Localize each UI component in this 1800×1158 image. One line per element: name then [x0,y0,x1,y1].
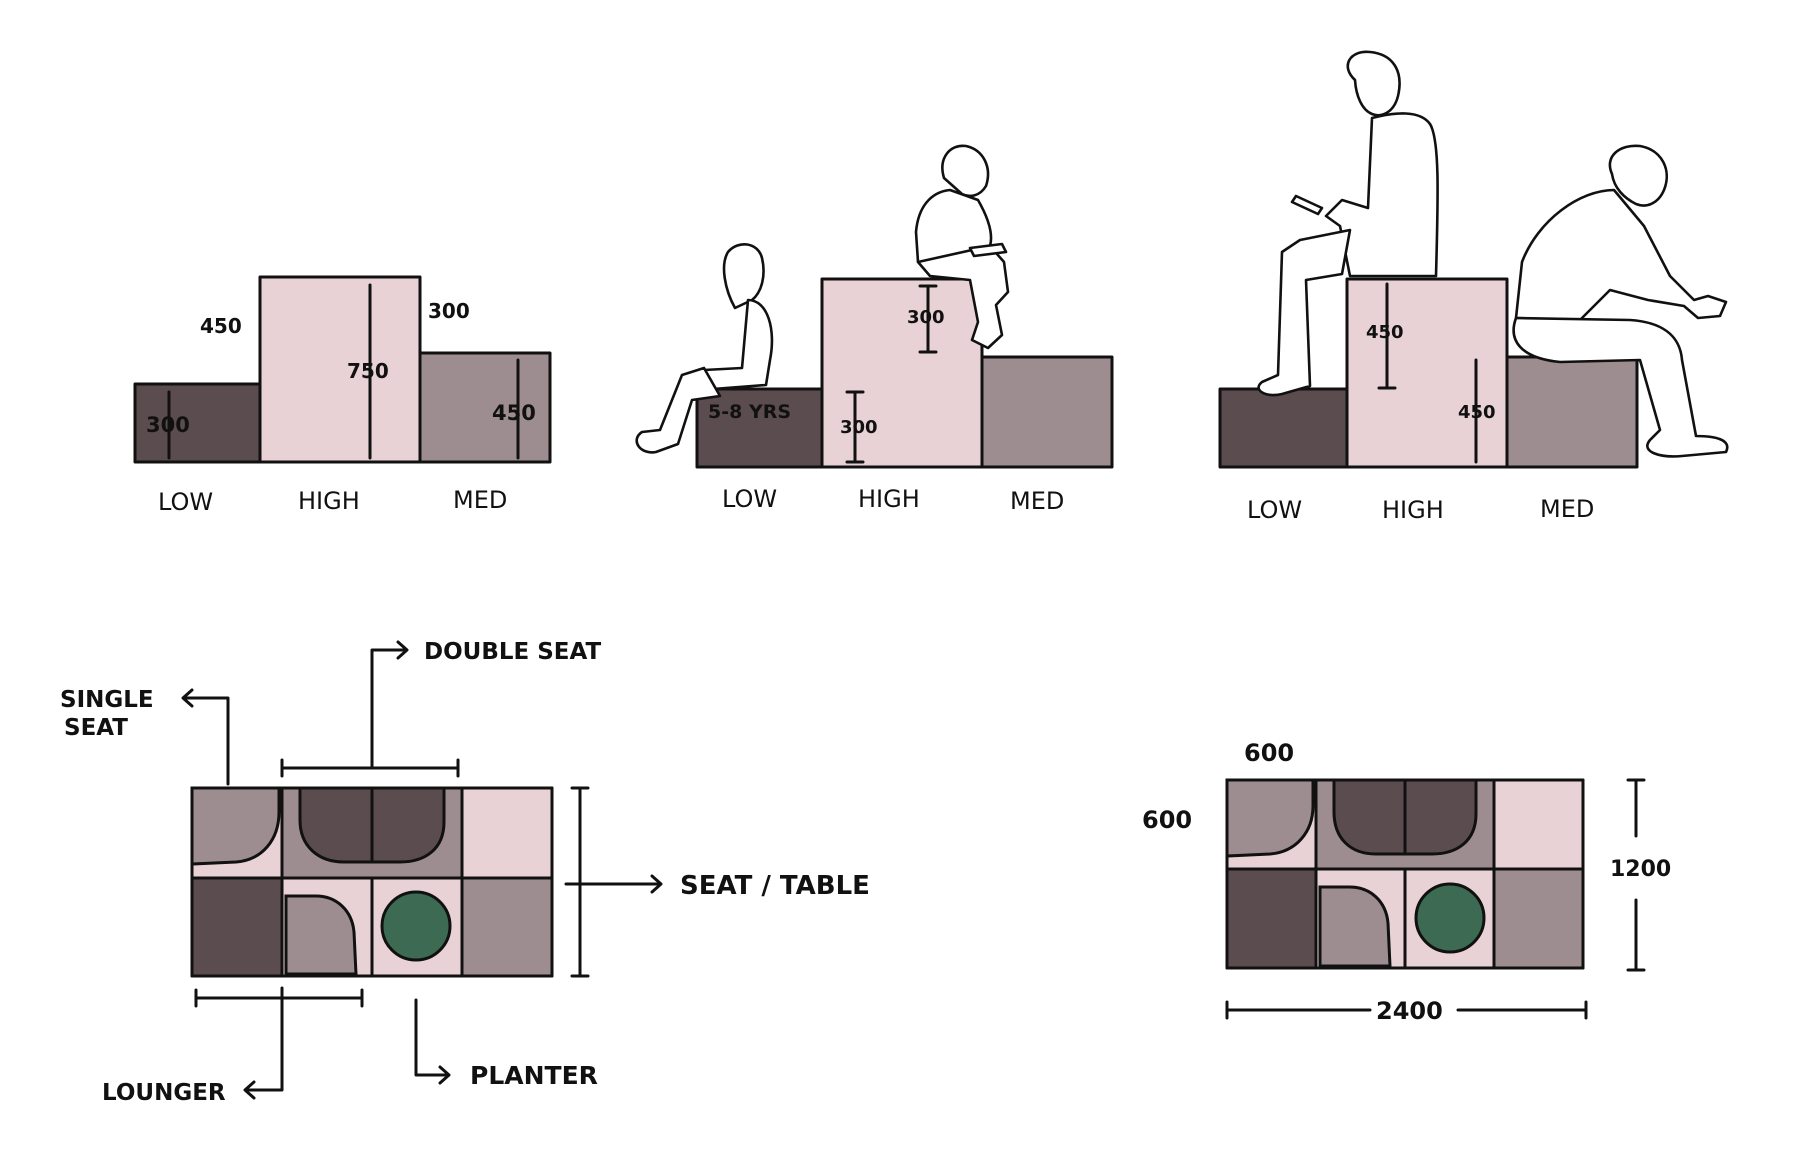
dim-overall-length: 2400 [1376,997,1443,1025]
adult-figure-reading [1257,50,1439,397]
block-label-low: LOW [158,488,213,516]
med-block [418,351,552,464]
low-block [1218,387,1349,469]
child-figure-low [635,243,774,454]
seat-table-module [460,786,554,880]
dim-label: 450 [1366,322,1404,343]
elevation-adults: 450 450 LOW HIGH MED [1218,50,1729,524]
med-block [980,355,1114,469]
high-block [1345,277,1509,469]
block-label-high: HIGH [1382,496,1444,524]
adult-figure-sitting [1512,144,1729,458]
block-label-low: LOW [1247,496,1302,524]
dim-module-width: 600 [1244,739,1294,767]
low-module [190,876,284,978]
callout-double-seat: DOUBLE SEAT [424,639,602,665]
block-label-low: LOW [722,485,777,513]
med-module [460,876,554,978]
planter-circle [1414,882,1486,954]
med-block [1505,355,1639,469]
plan-dimensioned: 600 600 1200 2400 [1142,739,1671,1025]
elevation-dimensions: 450 300 300 750 450 LOW HIGH MED [133,275,552,516]
dim-label: 750 [347,359,389,383]
block-label-med: MED [453,486,507,514]
planter-circle [380,890,452,962]
block-label-high: HIGH [298,487,360,515]
callout-lounger: LOUNGER [102,1080,226,1106]
dim-label: 450 [200,314,242,338]
block-label-high: HIGH [858,485,920,513]
dim-module-height: 600 [1142,806,1192,834]
high-block [820,277,984,469]
low-block [133,382,262,464]
dim-label: 450 [1458,402,1496,423]
dim-overall-height: 1200 [1610,857,1671,882]
block-label-med: MED [1010,487,1064,515]
callout-seat-table: SEAT / TABLE [680,871,870,901]
low-block [695,387,824,469]
elevation-children: 5-8 YRS 300 300 LOW HIGH MED [635,144,1114,515]
plan-labeled: SINGLE SEAT DOUBLE SEAT SEAT / TABLE LOU… [60,639,870,1106]
dim-label: 300 [840,417,878,438]
high-block [258,275,422,464]
callout-single-seat: SINGLE [60,687,154,713]
block-label-med: MED [1540,495,1594,523]
dim-label: 450 [492,401,536,425]
dim-label: 300 [907,307,945,328]
age-label: 5-8 YRS [708,401,791,423]
callout-planter: PLANTER [470,1061,598,1090]
child-figure-high [914,144,1010,350]
dim-label: 300 [428,299,470,323]
dim-label: 300 [146,413,190,437]
callout-single-seat: SEAT [64,715,128,741]
